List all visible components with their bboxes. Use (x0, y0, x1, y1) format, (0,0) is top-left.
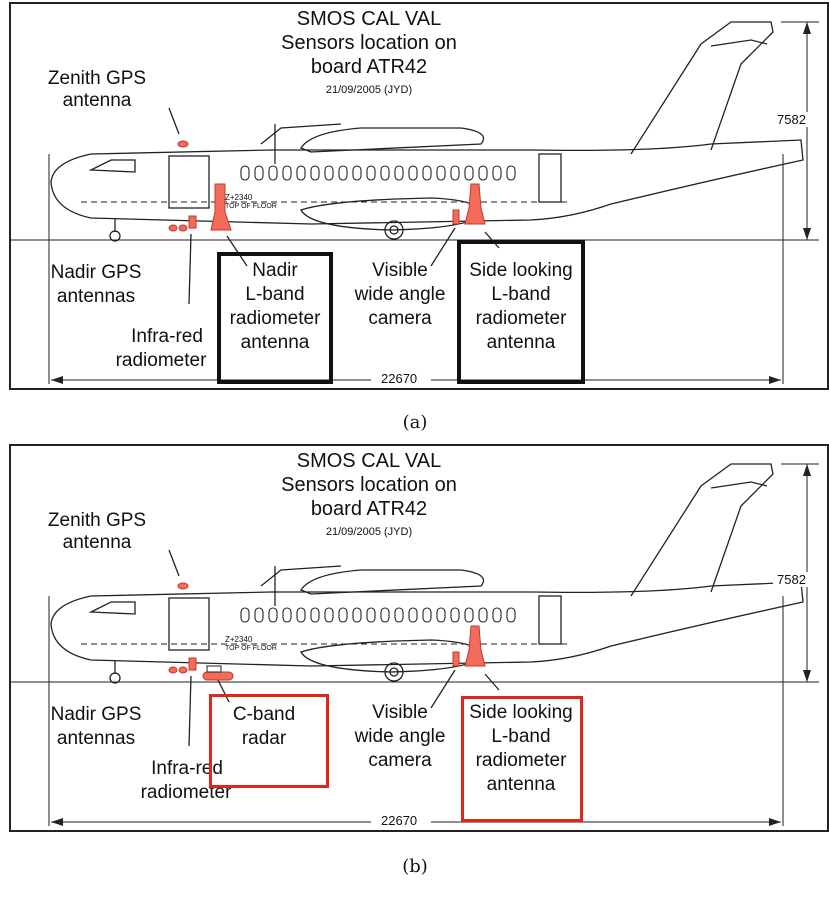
nadir-lband-antenna (210, 183, 232, 231)
nadir-gps-sensor (168, 666, 178, 674)
label-nadir-lband-line4: antenna (240, 332, 310, 353)
label-cband-radar-line2: radar (241, 728, 287, 749)
visible-camera-sensor (452, 209, 460, 225)
diagram-panel-b: SMOS CAL VAL Sensors location on board A… (9, 444, 829, 832)
date-stamp: 21/09/2005 (JYD) (325, 526, 413, 538)
label-zenith-gps-line2: antenna (62, 532, 132, 553)
label-side-lband-line4: antenna (486, 774, 556, 795)
caption-a: (a) (402, 412, 428, 433)
floor-note-line1: Z+2340 (225, 193, 253, 202)
label-zenith-gps-line2: antenna (62, 90, 132, 111)
label-visible-camera-line3: camera (368, 308, 432, 329)
label-visible-camera-line1: Visible (372, 702, 428, 723)
height-dimension: 7582 (773, 572, 810, 587)
label-infra-red-line1: Infra-red (151, 758, 223, 779)
label-side-lband-line4: antenna (486, 332, 556, 353)
infra-red-sensor (188, 657, 197, 671)
side-lband-highlight-box (457, 240, 585, 384)
aircraft-drawing (11, 21, 819, 384)
label-visible-camera-line1: Visible (372, 260, 428, 281)
label-side-lband-line3: radiometer (475, 750, 567, 771)
infra-red-sensor (188, 215, 197, 229)
label-visible-camera-line2: wide angle (354, 726, 446, 747)
label-side-lband-line2: L-band (491, 284, 551, 305)
title-line-1: SMOS CAL VAL (296, 8, 442, 30)
length-dimension: 22670 (377, 371, 422, 386)
visible-camera-sensor (452, 651, 460, 667)
zenith-gps-sensor (177, 140, 189, 148)
label-side-lband-line1: Side looking (469, 702, 573, 723)
side-lband-highlight-box (461, 696, 583, 822)
label-zenith-gps-line1: Zenith GPS (47, 68, 147, 89)
nadir-lband-highlight-box (217, 252, 333, 384)
length-dimension: 22670 (377, 813, 422, 828)
label-cband-radar-line1: C-band (232, 704, 296, 725)
label-zenith-gps-line1: Zenith GPS (47, 510, 147, 531)
floor-note-line2: TOP OF FLOOR (225, 645, 277, 652)
label-nadir-gps-line2: antennas (56, 728, 136, 749)
label-nadir-lband-line3: radiometer (229, 308, 321, 329)
label-visible-camera-line3: camera (368, 750, 432, 771)
height-dimension: 7582 (773, 112, 810, 127)
side-lband-antenna (464, 183, 486, 225)
date-stamp: 21/09/2005 (JYD) (325, 84, 413, 96)
label-nadir-lband-line2: L-band (245, 284, 305, 305)
label-infra-red-line1: Infra-red (131, 326, 203, 347)
label-side-lband-line1: Side looking (469, 260, 573, 281)
title-line-1: SMOS CAL VAL (296, 450, 442, 472)
title-line-2: Sensors location on (281, 474, 457, 496)
label-visible-camera-line2: wide angle (354, 284, 446, 305)
cband-radar-highlight-box (209, 694, 329, 788)
title-line-3: board ATR42 (310, 498, 428, 520)
label-nadir-gps-line2: antennas (56, 286, 136, 307)
label-nadir-lband-line1: Nadir (252, 260, 298, 281)
caption-b: (b) (402, 856, 428, 877)
label-infra-red-line2: radiometer (115, 350, 207, 371)
side-lband-antenna (464, 625, 486, 667)
label-nadir-gps-line1: Nadir GPS (50, 704, 142, 725)
floor-note-line1: Z+2340 (225, 635, 253, 644)
label-nadir-gps-line1: Nadir GPS (50, 262, 142, 283)
title-line-3: board ATR42 (310, 56, 428, 78)
cband-radar-sensor (202, 671, 234, 681)
title-line-2: Sensors location on (281, 32, 457, 54)
floor-note-line2: TOP OF FLOOR (225, 203, 277, 210)
label-side-lband-line3: radiometer (475, 308, 567, 329)
label-infra-red-line2: radiometer (140, 782, 232, 803)
label-side-lband-line2: L-band (491, 726, 551, 747)
diagram-panel-a: SMOS CAL VAL Sensors location on board A… (9, 2, 829, 390)
aircraft-drawing (11, 463, 819, 826)
nadir-gps-sensor (168, 224, 178, 232)
zenith-gps-sensor (177, 582, 189, 590)
